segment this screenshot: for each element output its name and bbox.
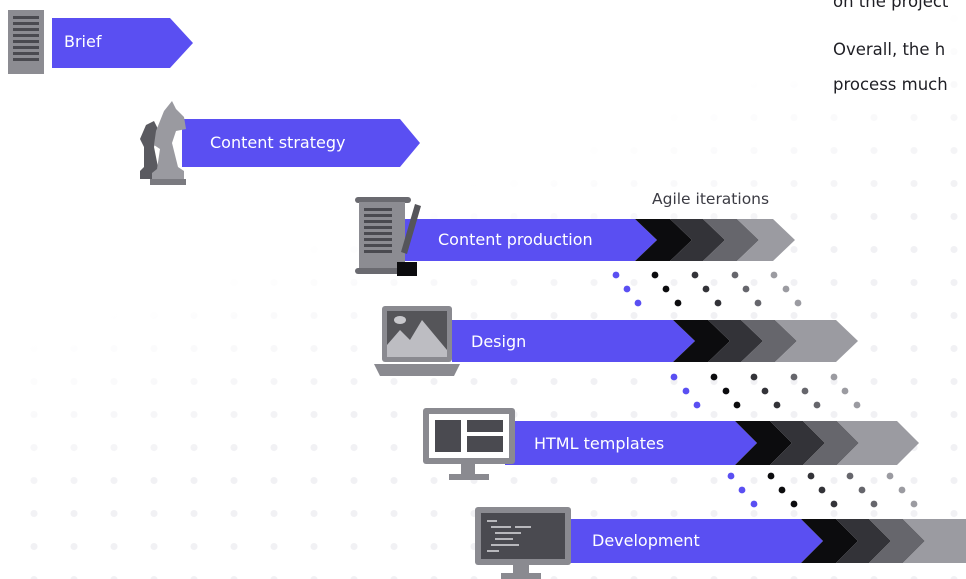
iteration-chevron-3 xyxy=(741,320,797,362)
step-label-design: Design xyxy=(471,332,527,351)
step-html-templates: HTML templates xyxy=(415,392,935,487)
monitor-layout-icon xyxy=(423,408,515,480)
step-label-brief: Brief xyxy=(64,32,102,51)
iteration-chevron-1 xyxy=(673,320,730,362)
iteration-chevron-3 xyxy=(869,519,925,563)
document-icon xyxy=(8,10,44,74)
development-arrow xyxy=(565,519,966,563)
iteration-chevron-3 xyxy=(803,421,859,465)
brief-arrow xyxy=(52,18,193,68)
html-templates-arrow xyxy=(505,421,919,465)
step-design: Design xyxy=(368,290,868,385)
step-label-development: Development xyxy=(592,531,700,550)
dots-production-to-design xyxy=(612,271,802,307)
step-label-html-templates: HTML templates xyxy=(534,434,665,453)
step-label-content-production: Content production xyxy=(438,230,593,249)
step-content-production: Content production xyxy=(345,190,825,285)
design-arrow xyxy=(452,320,858,362)
iteration-chevron-2 xyxy=(836,519,891,563)
iteration-chevron-1 xyxy=(801,519,858,563)
content-strategy-arrow xyxy=(182,119,420,167)
iteration-chevron-2 xyxy=(770,421,825,465)
side-text-line-2: Overall, the h xyxy=(833,40,946,59)
iteration-chevron-1 xyxy=(735,421,792,465)
content-production-arrow xyxy=(405,219,795,261)
iteration-chevron-2 xyxy=(670,219,725,261)
iteration-chevron-3 xyxy=(703,219,759,261)
iteration-chevron-4 xyxy=(737,219,795,261)
iteration-chevron-4 xyxy=(903,519,966,563)
dots-design-to-html xyxy=(670,373,861,409)
chess-knight-icon xyxy=(140,101,186,185)
iteration-chevron-4 xyxy=(837,421,919,465)
step-content-strategy: Content strategy xyxy=(130,95,430,190)
iteration-chevron-4 xyxy=(775,320,858,362)
laptop-icon xyxy=(374,306,460,376)
monitor-code-icon xyxy=(475,507,571,579)
side-text-line-3: process much xyxy=(833,75,948,94)
step-label-content-strategy: Content strategy xyxy=(210,133,346,152)
scroll-quill-icon xyxy=(355,197,421,276)
step-development: Development xyxy=(465,495,966,579)
side-text-line-1: on the project xyxy=(833,0,949,11)
iteration-chevron-2 xyxy=(708,320,763,362)
step-brief: Brief xyxy=(0,0,200,80)
agile-iterations-label: Agile iterations xyxy=(652,190,770,208)
dots-html-to-development xyxy=(727,472,918,508)
iteration-chevron-1 xyxy=(635,219,692,261)
